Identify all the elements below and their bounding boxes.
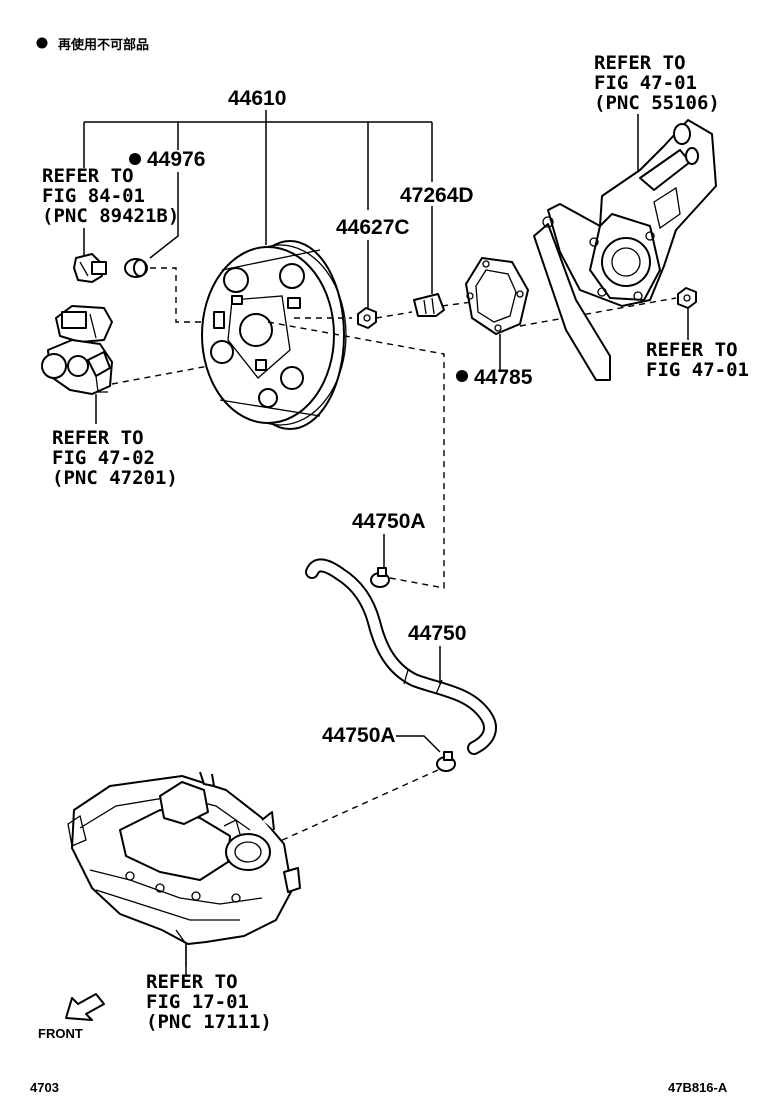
part-number-44750: 44750 xyxy=(408,622,466,645)
part-number-44610: 44610 xyxy=(228,87,286,110)
intake-manifold-part xyxy=(67,771,301,966)
vacuum-sensor-part xyxy=(73,253,107,283)
svg-text:REFER TO: REFER TO xyxy=(646,339,738,361)
hose-clamp-bottom-part xyxy=(436,751,456,772)
svg-text:FIG 84-01: FIG 84-01 xyxy=(42,185,145,207)
hose-clamp-top-part xyxy=(370,567,390,588)
part-number-44976: 44976 xyxy=(147,148,205,171)
reference-fig-47-02: REFER TO FIG 47-02 (PNC 47201) xyxy=(52,427,178,489)
svg-text:FIG 47-01: FIG 47-01 xyxy=(594,72,697,94)
svg-text:REFER TO: REFER TO xyxy=(594,52,686,74)
front-arrow-icon xyxy=(65,993,105,1021)
vacuum-hose-part xyxy=(305,558,497,755)
master-cylinder-part xyxy=(41,305,113,395)
dashed-line-grommet xyxy=(150,267,232,323)
diagram-code: 47B816-A xyxy=(668,1080,728,1095)
svg-text:REFER TO: REFER TO xyxy=(52,427,144,449)
pedal-bracket-part xyxy=(533,119,717,381)
part-number-44750a-bottom: 44750A xyxy=(322,724,396,747)
part-number-47264d: 47264D xyxy=(400,184,474,207)
non-reusable-mark-icon xyxy=(129,153,141,165)
page-number: 4703 xyxy=(30,1080,59,1095)
svg-text:(PNC 47201): (PNC 47201) xyxy=(52,467,178,489)
front-label: FRONT xyxy=(38,1026,83,1041)
reference-fig-84-01: REFER TO FIG 84-01 (PNC 89421B) xyxy=(42,165,179,227)
part-number-44785: 44785 xyxy=(474,366,533,389)
reference-fig-47-01-right: REFER TO FIG 47-01 xyxy=(646,339,749,381)
svg-text:(PNC 55106): (PNC 55106) xyxy=(594,92,720,114)
svg-text:FIG 17-01: FIG 17-01 xyxy=(146,991,249,1013)
legend-text: 再使用不可部品 xyxy=(58,37,149,52)
svg-text:(PNC 89421B): (PNC 89421B) xyxy=(42,205,179,227)
callout-bracket-44610 xyxy=(83,110,433,245)
part-number-44627c: 44627C xyxy=(336,216,410,239)
legend-bullet-icon xyxy=(36,37,48,49)
dashed-line-hose-manifold xyxy=(277,769,439,843)
clip-47264d-part xyxy=(413,293,445,317)
dashed-line-nut-clip xyxy=(375,311,413,319)
leader-44976 xyxy=(149,172,179,259)
reference-fig-17-01: REFER TO FIG 17-01 (PNC 17111) xyxy=(146,971,272,1033)
svg-text:REFER TO: REFER TO xyxy=(146,971,238,993)
svg-text:(PNC 17111): (PNC 17111) xyxy=(146,1011,272,1033)
nut-right-part xyxy=(677,287,697,309)
part-number-44750a-top: 44750A xyxy=(352,510,426,533)
dashed-line-booster-hose xyxy=(267,321,445,589)
dashed-line-gasket-bracket xyxy=(519,297,677,327)
svg-text:FIG 47-01: FIG 47-01 xyxy=(646,359,749,381)
grommet-44976-part xyxy=(124,258,148,278)
svg-text:FIG 47-02: FIG 47-02 xyxy=(52,447,155,469)
leader-44750a-bottom xyxy=(396,735,441,753)
gasket-44785-part xyxy=(465,257,529,335)
nut-44627c-part xyxy=(357,307,377,329)
reference-fig-47-01-pnc-55106: REFER TO FIG 47-01 (PNC 55106) xyxy=(594,52,720,114)
non-reusable-mark-44785-icon xyxy=(456,370,468,382)
brake-booster-part xyxy=(201,240,347,430)
dashed-line-clip-gasket xyxy=(441,301,473,307)
svg-text:REFER TO: REFER TO xyxy=(42,165,134,187)
